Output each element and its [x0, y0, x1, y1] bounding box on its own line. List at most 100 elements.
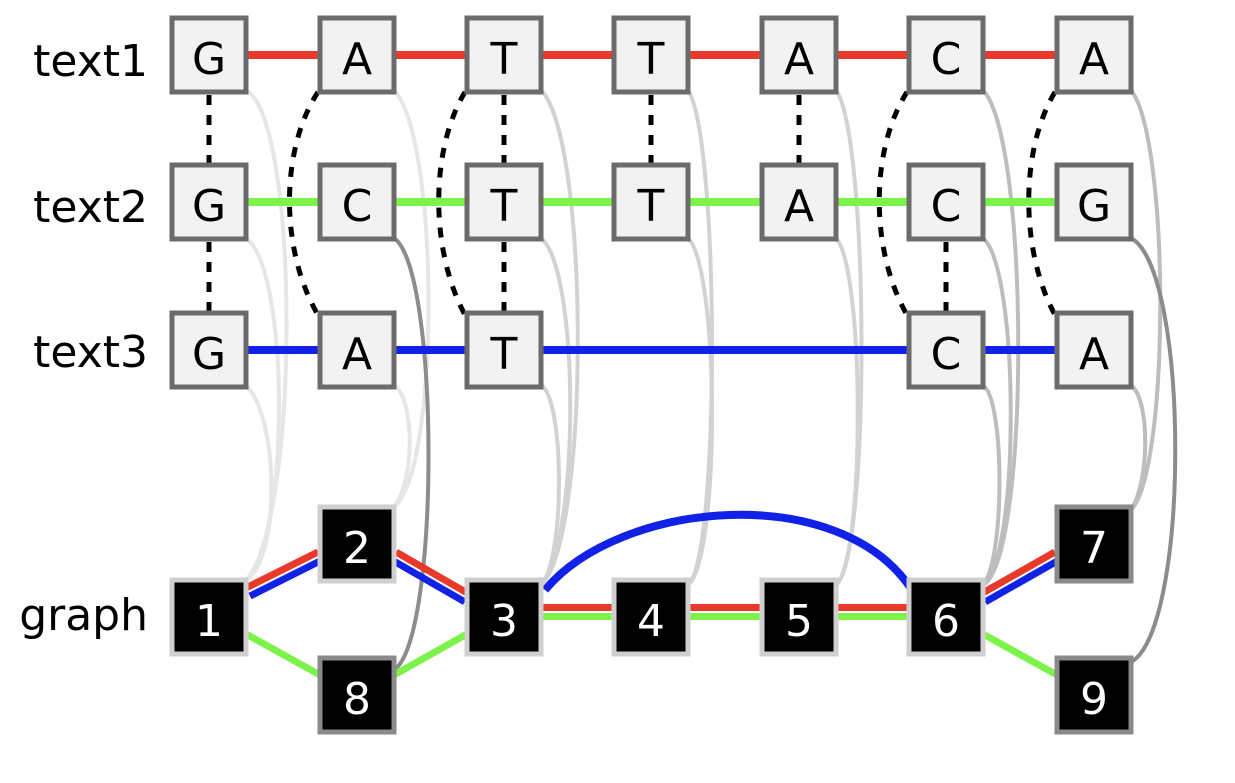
svg-text:A: A: [1079, 34, 1109, 85]
graph-node-9: 9: [1054, 655, 1134, 735]
map-text1-a: [392, 88, 431, 509]
text1-char-7: A: [1054, 15, 1134, 95]
text1-char-3: T: [464, 15, 544, 95]
text2-row: G C T T A C G: [169, 162, 1134, 242]
svg-text:T: T: [637, 34, 665, 85]
svg-text:4: 4: [637, 596, 665, 647]
graph-node-1: 1: [169, 577, 249, 657]
edge-1-2-a: [244, 548, 320, 592]
text1-char-2: A: [317, 15, 397, 95]
map-text2-c2: [981, 236, 1013, 587]
row-label-graph: graph: [19, 590, 148, 641]
map-text3-c: [981, 383, 1002, 587]
map-text3-g: [244, 383, 274, 582]
graph-node-4: 4: [611, 577, 691, 657]
text1-char-1: G: [169, 15, 249, 95]
edge-6-7: [979, 549, 1061, 605]
svg-text:T: T: [490, 329, 518, 380]
graph-node-3: 3: [464, 577, 544, 657]
map-text2-t2: [686, 236, 714, 587]
svg-text:A: A: [1079, 329, 1109, 380]
row-label-text2: text2: [33, 182, 148, 233]
edge-2-3-b: [390, 556, 467, 605]
text3-char-1: G: [169, 310, 249, 390]
align-a-text1-text3: [1026, 90, 1058, 317]
map-text2-g: [244, 236, 281, 582]
graph-node-7: 7: [1054, 504, 1134, 584]
row-label-text3: text3: [33, 327, 148, 378]
svg-text:9: 9: [1080, 674, 1108, 725]
text3-char-3: T: [464, 310, 544, 390]
svg-text:C: C: [931, 34, 962, 85]
svg-text:6: 6: [932, 596, 960, 647]
text2-char-3: T: [464, 162, 544, 242]
map-text1-g: [244, 88, 289, 582]
map-text3-t: [539, 383, 561, 587]
map-text2-c: [392, 236, 431, 672]
svg-text:T: T: [490, 34, 518, 85]
text3-char-5: A: [1054, 310, 1134, 390]
svg-text:T: T: [490, 181, 518, 232]
svg-text:5: 5: [785, 596, 813, 647]
svg-text:A: A: [784, 181, 814, 232]
svg-text:G: G: [192, 34, 226, 85]
text2-char-6: C: [906, 162, 986, 242]
map-text1-a2: [834, 88, 864, 587]
edge-3-6-arc: [541, 510, 916, 593]
text1-char-4: T: [611, 15, 691, 95]
edge-4-5: [688, 604, 762, 620]
svg-text:8: 8: [343, 674, 371, 725]
svg-text:G: G: [192, 329, 226, 380]
svg-text:A: A: [342, 329, 372, 380]
text1-char-6: C: [906, 15, 986, 95]
graph-node-2: 2: [317, 504, 397, 584]
svg-text:3: 3: [490, 596, 518, 647]
edge-8-3: [392, 630, 469, 679]
graph-node-5: 5: [759, 577, 839, 657]
edge-6-7-b: [983, 556, 1061, 605]
graph-node-8: 8: [317, 655, 397, 735]
text3-row: G A T C A: [169, 310, 1134, 390]
edge-2-3: [390, 549, 471, 605]
graph-nodes: 1 2 3 4 5 6 7 8 9: [169, 504, 1134, 735]
edge-3-4: [541, 604, 614, 620]
graph-node-6: 6: [906, 577, 986, 657]
row-label-text1: text1: [33, 36, 148, 87]
svg-text:G: G: [192, 181, 226, 232]
svg-text:T: T: [637, 181, 665, 232]
text2-char-7: G: [1054, 162, 1134, 242]
text2-char-1: G: [169, 162, 249, 242]
text2-char-4: T: [611, 162, 691, 242]
edge-1-2-b: [248, 556, 324, 600]
svg-text:G: G: [1077, 181, 1111, 232]
map-text2-a2: [834, 236, 860, 587]
svg-text:C: C: [342, 181, 373, 232]
edge-1-2: [244, 548, 324, 600]
edge-1-8: [244, 630, 322, 679]
align-a-1-3: [287, 90, 321, 317]
svg-text:A: A: [342, 34, 372, 85]
text1-char-5: A: [759, 15, 839, 95]
edge-2-3-a: [394, 549, 471, 598]
map-text3-a: [392, 383, 412, 509]
map-text2-g2: [1129, 236, 1178, 664]
svg-text:2: 2: [343, 523, 371, 574]
map-text3-a2: [1129, 383, 1148, 512]
align-t-1-3: [436, 90, 468, 317]
text2-char-5: A: [759, 162, 839, 242]
text3-char-4: C: [906, 310, 986, 390]
text2-char-2: C: [317, 162, 397, 242]
edge-6-9: [981, 630, 1059, 679]
align-c-1-3: [876, 90, 910, 317]
svg-text:7: 7: [1080, 523, 1108, 574]
text1-row: G A T T A C A: [169, 15, 1134, 95]
svg-text:1: 1: [195, 596, 223, 647]
svg-text:A: A: [784, 34, 814, 85]
text3-char-2: A: [317, 310, 397, 390]
svg-text:C: C: [931, 181, 962, 232]
edge-6-7-a: [979, 549, 1057, 598]
alignment-links: [206, 90, 1058, 317]
svg-text:C: C: [931, 329, 962, 380]
edge-5-6: [836, 604, 909, 620]
